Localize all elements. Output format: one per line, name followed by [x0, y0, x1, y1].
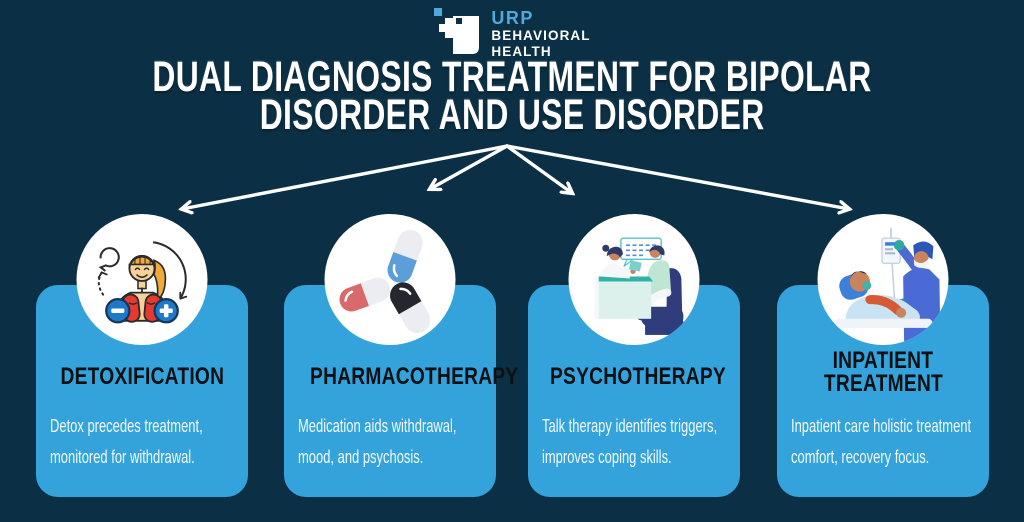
arrow-to-pharmacotherapy: [430, 144, 509, 189]
arrow-to-inpatient-treatment: [505, 144, 849, 209]
body-line: comfort, recovery focus.: [791, 447, 930, 467]
card-psychotherapy: PSYCHOTHERAPY Talk therapy identifies tr…: [528, 214, 740, 497]
brand-name-behavioral: BEHAVIORAL: [491, 28, 591, 43]
page-title-line1: DUAL DIAGNOSIS TREATMENT FOR BIPOLAR: [152, 53, 872, 101]
inpatient-illustration-circle: [817, 214, 949, 345]
body-line: Medication aids withdrawal,: [298, 416, 457, 436]
body-line: monitored for withdrawal.: [50, 447, 195, 467]
body-line: improves coping skills.: [542, 447, 672, 467]
body-line: Talk therapy identifies triggers,: [542, 416, 718, 436]
pills-illustration-circle: [324, 214, 456, 345]
page-title-line2: DISORDER AND USE DISORDER: [259, 91, 765, 139]
brand-name-urp: URP: [491, 8, 534, 28]
card-heading-text: INPATIENT: [832, 347, 934, 374]
brand-logo-text: URP BEHAVIORAL HEALTH: [491, 8, 590, 59]
card-detoxification: DETOXIFICATION Detox precedes treatment,…: [36, 214, 248, 497]
arrow-to-detoxification: [182, 144, 509, 209]
pill-capsules-illustration: [336, 229, 431, 334]
card-heading: PHARMACOTHERAPY: [284, 365, 518, 389]
urp-logo-icon: [434, 8, 480, 54]
card-heading: DETOXIFICATION: [36, 363, 248, 390]
card-heading: INPATIENT TREATMENT: [777, 347, 989, 397]
card-description: Detox precedes treatment, monitored for …: [50, 411, 244, 473]
body-line: Inpatient care holistic treatment: [791, 416, 972, 436]
detox-woman-lungs-illustration: [97, 241, 188, 324]
therapy-session-illustration: [594, 237, 684, 335]
brand-logo: URP BEHAVIORAL HEALTH: [0, 8, 1024, 59]
card-description: Medication aids withdrawal, mood, and ps…: [298, 411, 492, 473]
card-description: Inpatient care holistic treatment comfor…: [791, 411, 985, 473]
card-inpatient-treatment: INPATIENT TREATMENT Inpatient care holis…: [777, 214, 989, 497]
body-line: Detox precedes treatment,: [50, 416, 203, 436]
card-heading-text: DETOXIFICATION: [60, 363, 224, 390]
detox-illustration-circle: [76, 214, 208, 345]
page-title: DUAL DIAGNOSIS TREATMENT FOR BIPOLAR DIS…: [0, 53, 1024, 139]
arrow-to-psychotherapy: [505, 144, 572, 193]
card-pharmacotherapy: PHARMACOTHERAPY Medication aids withdraw…: [284, 214, 518, 497]
card-heading: PSYCHOTHERAPY: [528, 363, 740, 390]
card-heading-text: TREATMENT: [823, 370, 943, 397]
therapy-illustration-circle: [568, 214, 700, 345]
brand-name-health: HEALTH: [491, 44, 552, 59]
card-description: Talk therapy identifies triggers, improv…: [542, 411, 736, 473]
body-line: mood, and psychosis.: [298, 447, 424, 467]
card-heading-text: PHARMACOTHERAPY: [310, 363, 519, 390]
card-heading-text: PSYCHOTHERAPY: [549, 363, 726, 390]
inpatient-care-iv-illustration: [835, 228, 941, 345]
